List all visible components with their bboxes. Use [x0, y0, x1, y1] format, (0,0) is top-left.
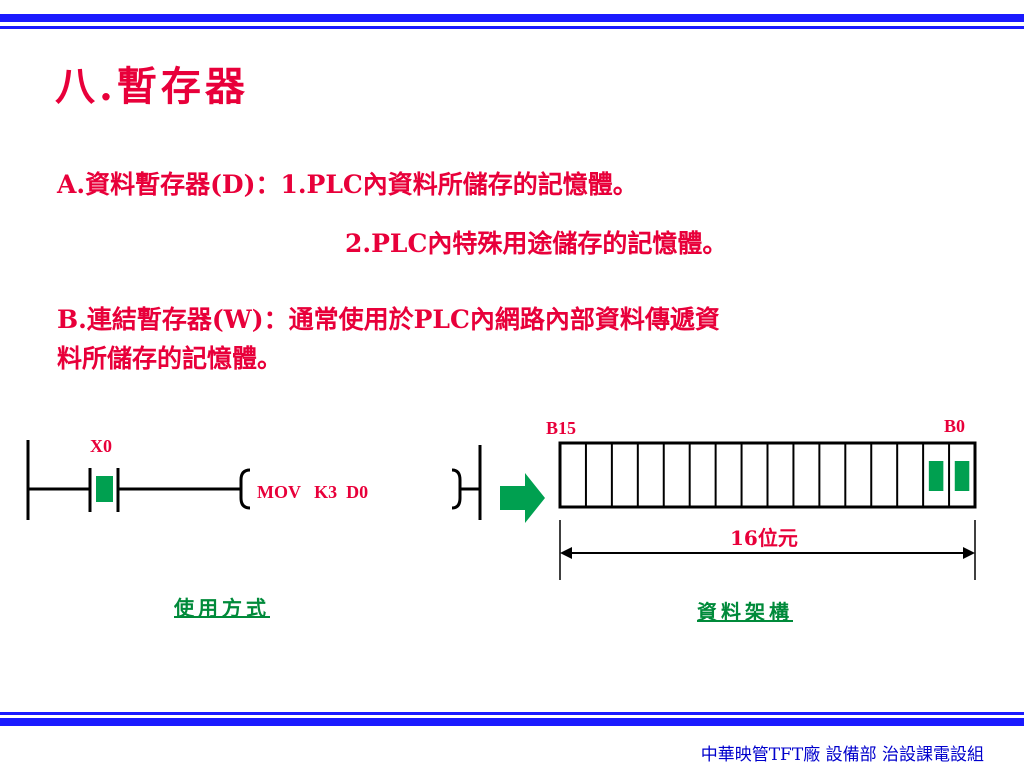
- arrow-left-icon: [560, 547, 572, 559]
- contact-label: X0: [90, 436, 112, 456]
- section-a-line-2: 2.PLC內特殊用途儲存的記憶體。: [345, 229, 728, 258]
- arrow-right-icon: [963, 547, 975, 559]
- ladder-caption: 使用方式: [174, 596, 270, 620]
- footer-org: 中華映管TFT廠 設備部 治設課電設組: [700, 745, 984, 765]
- msb-label: B15: [546, 418, 576, 438]
- register-16bit: B15 B0 16位元: [546, 416, 977, 580]
- width-label: 16位元: [730, 526, 798, 550]
- instruction-open-bracket: [239, 468, 251, 510]
- register-caption: 資料架構: [697, 600, 793, 624]
- bottom-rule-thin: [0, 712, 1024, 715]
- mov-instruction: MOV K3 D0: [257, 482, 368, 502]
- lsb-label: B0: [944, 416, 965, 436]
- section-b-line-1: B.連結暫存器(W)：通常使用於PLC內網路內部資料傳遞資: [57, 305, 720, 334]
- bottom-rule-thick: [0, 718, 1024, 726]
- top-rule-thick: [0, 14, 1024, 22]
- contact-indicator: [96, 476, 113, 502]
- page-title: 八.暫存器: [55, 63, 249, 110]
- right-arrow-icon: [500, 473, 545, 523]
- top-rule-thin: [0, 26, 1024, 29]
- section-b-line-2: 料所儲存的記憶體。: [57, 344, 283, 373]
- bit-set-indicator-0: [954, 461, 970, 491]
- ladder-rung: X0 MOV K3 D0: [26, 436, 482, 520]
- section-a-line-1: A.資料暫存器(D)：1.PLC內資料所儲存的記憶體。: [57, 170, 638, 199]
- instruction-close-bracket: [451, 468, 462, 510]
- bit-set-indicator-1: [928, 461, 944, 491]
- plc-diagram: X0 MOV K3 D0 B15 B0 16位元: [26, 416, 977, 580]
